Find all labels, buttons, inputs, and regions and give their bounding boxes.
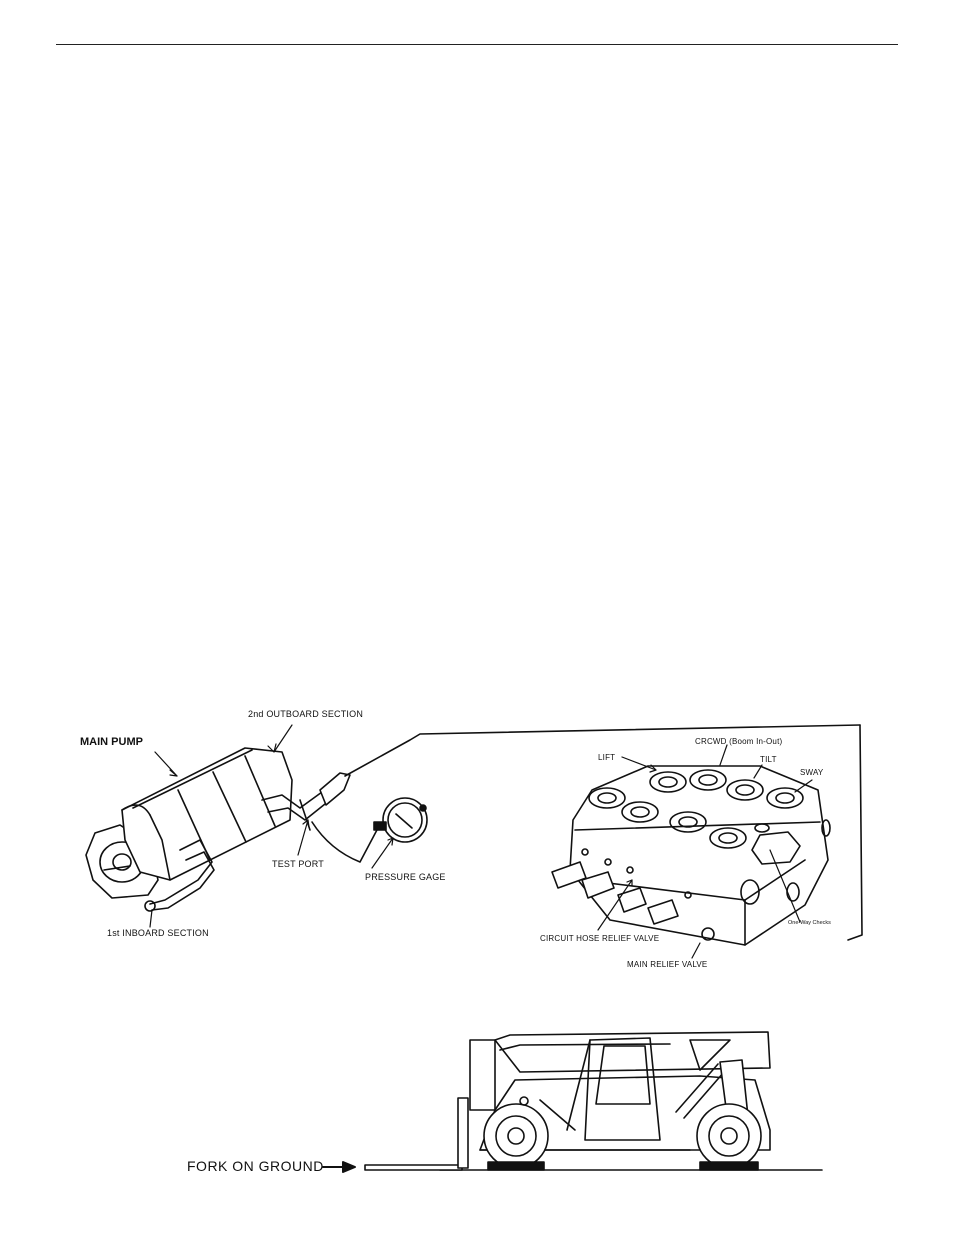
valve-callout-arrows [597, 744, 813, 959]
lift-label: LIFT [598, 753, 616, 762]
main-relief-label: MAIN RELIEF VALVE [627, 960, 708, 969]
test-port-label: TEST PORT [272, 859, 324, 869]
control-valve-illustration [551, 724, 863, 946]
tilt-label: TILT [760, 755, 777, 764]
pressure-gage-illustration [373, 797, 428, 843]
circuit-relief-label: CIRCUIT HOSE RELIEF VALVE [540, 934, 660, 943]
main-pump-label: MAIN PUMP [80, 736, 143, 748]
forklift-illustration [364, 1031, 823, 1171]
fork-on-ground-label: FORK ON GROUND [187, 1158, 324, 1174]
outboard-section-label: 2nd OUTBOARD SECTION [248, 709, 364, 719]
main-pump-illustration [85, 747, 326, 912]
crowd-label: CRCWD (Boom In-Out) [695, 737, 783, 746]
pressure-gage-label: PRESSURE GAGE [365, 872, 446, 882]
page-header-rule [56, 44, 898, 45]
test-port-hose [299, 724, 861, 863]
inboard-section-label: 1st INBOARD SECTION [107, 928, 209, 938]
one-way-checks-label: One-Way Checks [788, 920, 831, 926]
fork-arrow [322, 1161, 356, 1173]
pump-callout-arrows [149, 724, 394, 928]
sway-label: SWAY [800, 768, 824, 777]
